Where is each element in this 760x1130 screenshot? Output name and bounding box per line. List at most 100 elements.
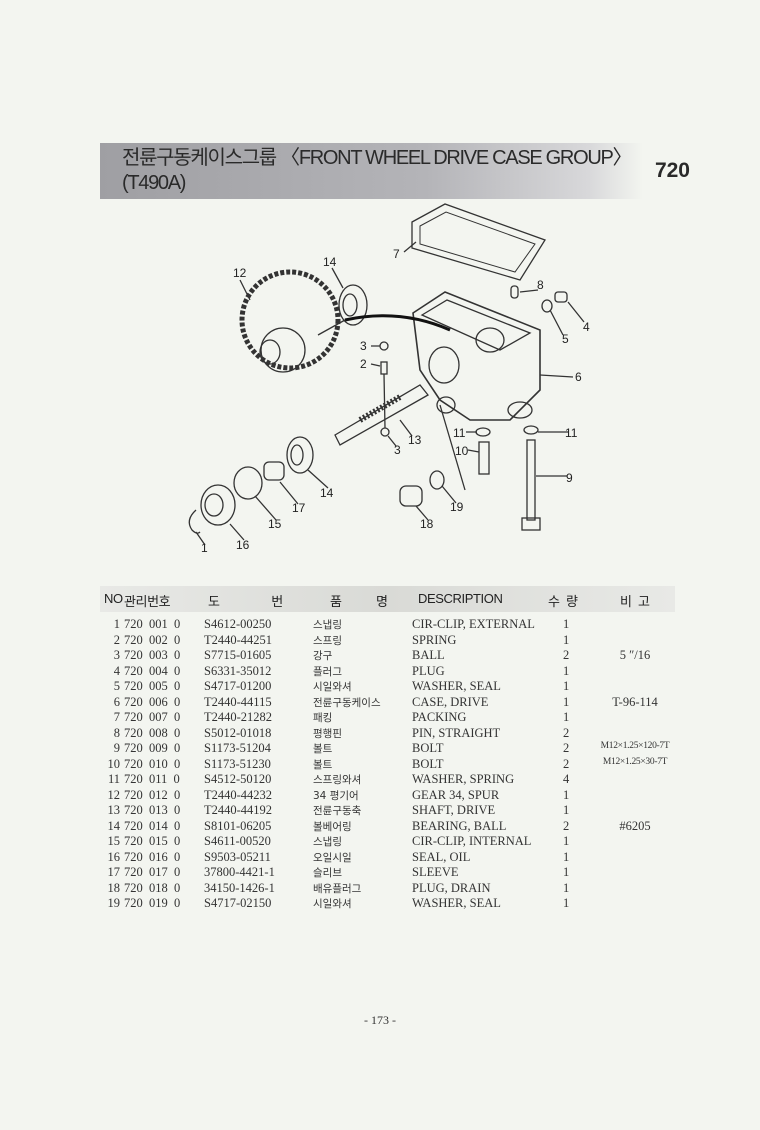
cell-mgmt: 720 005 0: [124, 679, 181, 693]
cell-part-no: T2440-44192: [204, 803, 273, 817]
cell-qty: 1: [563, 880, 570, 895]
cell-no: 13: [107, 803, 121, 817]
cell-part-no: S4717-02150: [204, 896, 272, 910]
cell-description: BEARING, BALL: [412, 818, 507, 833]
table-header-band: [100, 586, 675, 612]
cell-remarks: M12×1.25×120-7T: [600, 741, 670, 751]
cell-part-no: S4611-00520: [204, 834, 271, 848]
cell-qty: 1: [563, 849, 570, 864]
cell-qty: 1: [563, 679, 570, 693]
spur-gear: [239, 269, 341, 371]
cell-part-no: S1173-51230: [204, 756, 271, 771]
cell-no: 10: [107, 756, 121, 771]
cell-name-kr: 스프링: [313, 634, 342, 647]
cell-mgmt: 720 019 0: [124, 896, 181, 910]
cell-name-kr: 스냅링: [313, 619, 342, 631]
exploded-parts-diagram: 12 14 7 8 4 5 6 3 2 13 3 11 11 10 9 14 1…: [188, 203, 590, 555]
packing-gasket: [411, 203, 546, 281]
cell-qty: 2: [563, 818, 570, 833]
cell-qty: 1: [563, 787, 570, 802]
cell-description: PIN, STRAIGHT: [412, 725, 501, 740]
cell-mgmt: 720 009 0: [124, 741, 181, 755]
callout-14b: 14: [320, 486, 334, 500]
cell-part-no: 37800-4421-1: [204, 865, 275, 879]
cell-no: 19: [107, 896, 121, 910]
cell-mgmt: 720 011 0: [124, 772, 180, 786]
cell-qty: 1: [563, 694, 570, 709]
col-name-kr-b: 명: [376, 594, 388, 609]
cell-qty: 1: [563, 834, 570, 848]
cell-name-kr: 시일와셔: [313, 898, 352, 910]
cell-name-kr: 볼베어링: [313, 820, 352, 833]
cell-name-kr: 전륜구동케이스: [313, 696, 381, 709]
callout-9: 9: [566, 471, 573, 485]
cell-description: SEAL, OIL: [412, 849, 471, 864]
cell-remarks: T-96-114: [612, 694, 658, 709]
cell-name-kr: 플러그: [313, 665, 342, 678]
cell-mgmt: 720 010 0: [124, 756, 181, 771]
cell-no: 15: [107, 834, 121, 848]
cell-mgmt: 720 013 0: [124, 803, 181, 817]
cell-no: 12: [107, 787, 121, 802]
cell-qty: 1: [563, 710, 570, 724]
callout-11: 11: [453, 426, 466, 440]
cell-part-no: S8101-06205: [204, 818, 272, 833]
cell-description: CIR-CLIP, INTERNAL: [412, 834, 532, 848]
cell-description: CIR-CLIP, EXTERNAL: [412, 617, 535, 631]
cell-description: BOLT: [412, 741, 444, 755]
col-qty: 수 량: [548, 594, 578, 609]
cell-remarks: 5 ″/16: [619, 648, 651, 662]
cell-name-kr: 슬리브: [313, 867, 342, 879]
cell-mgmt: 720 015 0: [124, 834, 181, 848]
col-remarks: 비 고: [620, 594, 650, 609]
drive-case: [412, 291, 541, 421]
callout-1: 1: [201, 541, 208, 555]
cell-no: 18: [107, 880, 121, 895]
callout-8: 8: [537, 278, 544, 292]
cell-name-kr: 패킹: [313, 712, 333, 724]
cell-name-kr: 시일와셔: [313, 681, 352, 693]
cell-name-kr: 볼트: [313, 758, 333, 771]
cell-part-no: S9503-05211: [204, 849, 271, 864]
cell-qty: 4: [563, 772, 570, 786]
cell-part-no: S4717-01200: [204, 679, 272, 693]
cell-no: 16: [107, 849, 121, 864]
bearing-lower: [286, 436, 314, 474]
cell-no: 9: [113, 741, 120, 755]
cell-description: WASHER, SPRING: [412, 772, 515, 786]
cell-qty: 1: [563, 803, 570, 817]
bearing-upper: [338, 284, 368, 326]
callout-11b: 11: [565, 426, 578, 440]
cell-remarks: M12×1.25×30-7T: [602, 756, 668, 767]
cell-no: 14: [107, 818, 121, 833]
cell-mgmt: 720 014 0: [124, 818, 181, 833]
page-title: 전륜구동케이스그룹 〈FRONT WHEEL DRIVE CASE GROUP〉…: [122, 147, 633, 194]
cell-mgmt: 720 006 0: [124, 694, 181, 709]
cell-no: 17: [107, 865, 121, 879]
cell-qty: 1: [563, 896, 570, 910]
callout-17: 17: [292, 501, 306, 515]
cell-part-no: S4512-50120: [204, 772, 272, 786]
cell-no: 6: [113, 694, 120, 709]
cell-description: CASE, DRIVE: [412, 694, 489, 709]
cell-part-no: S4612-00250: [204, 617, 272, 631]
cell-mgmt: 720 001 0: [124, 617, 181, 631]
callout-2: 2: [360, 357, 367, 371]
cell-description: SHAFT, DRIVE: [412, 803, 496, 817]
cell-mgmt: 720 002 0: [124, 632, 181, 647]
cell-description: PLUG: [412, 663, 445, 678]
cell-mgmt: 720 012 0: [124, 787, 181, 802]
title-band: 전륜구동케이스그룹 〈FRONT WHEEL DRIVE CASE GROUP〉…: [100, 143, 643, 199]
cell-name-kr: 34 평기어: [313, 789, 359, 802]
callout-15: 15: [268, 517, 282, 531]
cell-no: 3: [113, 648, 120, 662]
callout-7: 7: [393, 247, 400, 261]
cell-mgmt: 720 007 0: [124, 710, 181, 724]
